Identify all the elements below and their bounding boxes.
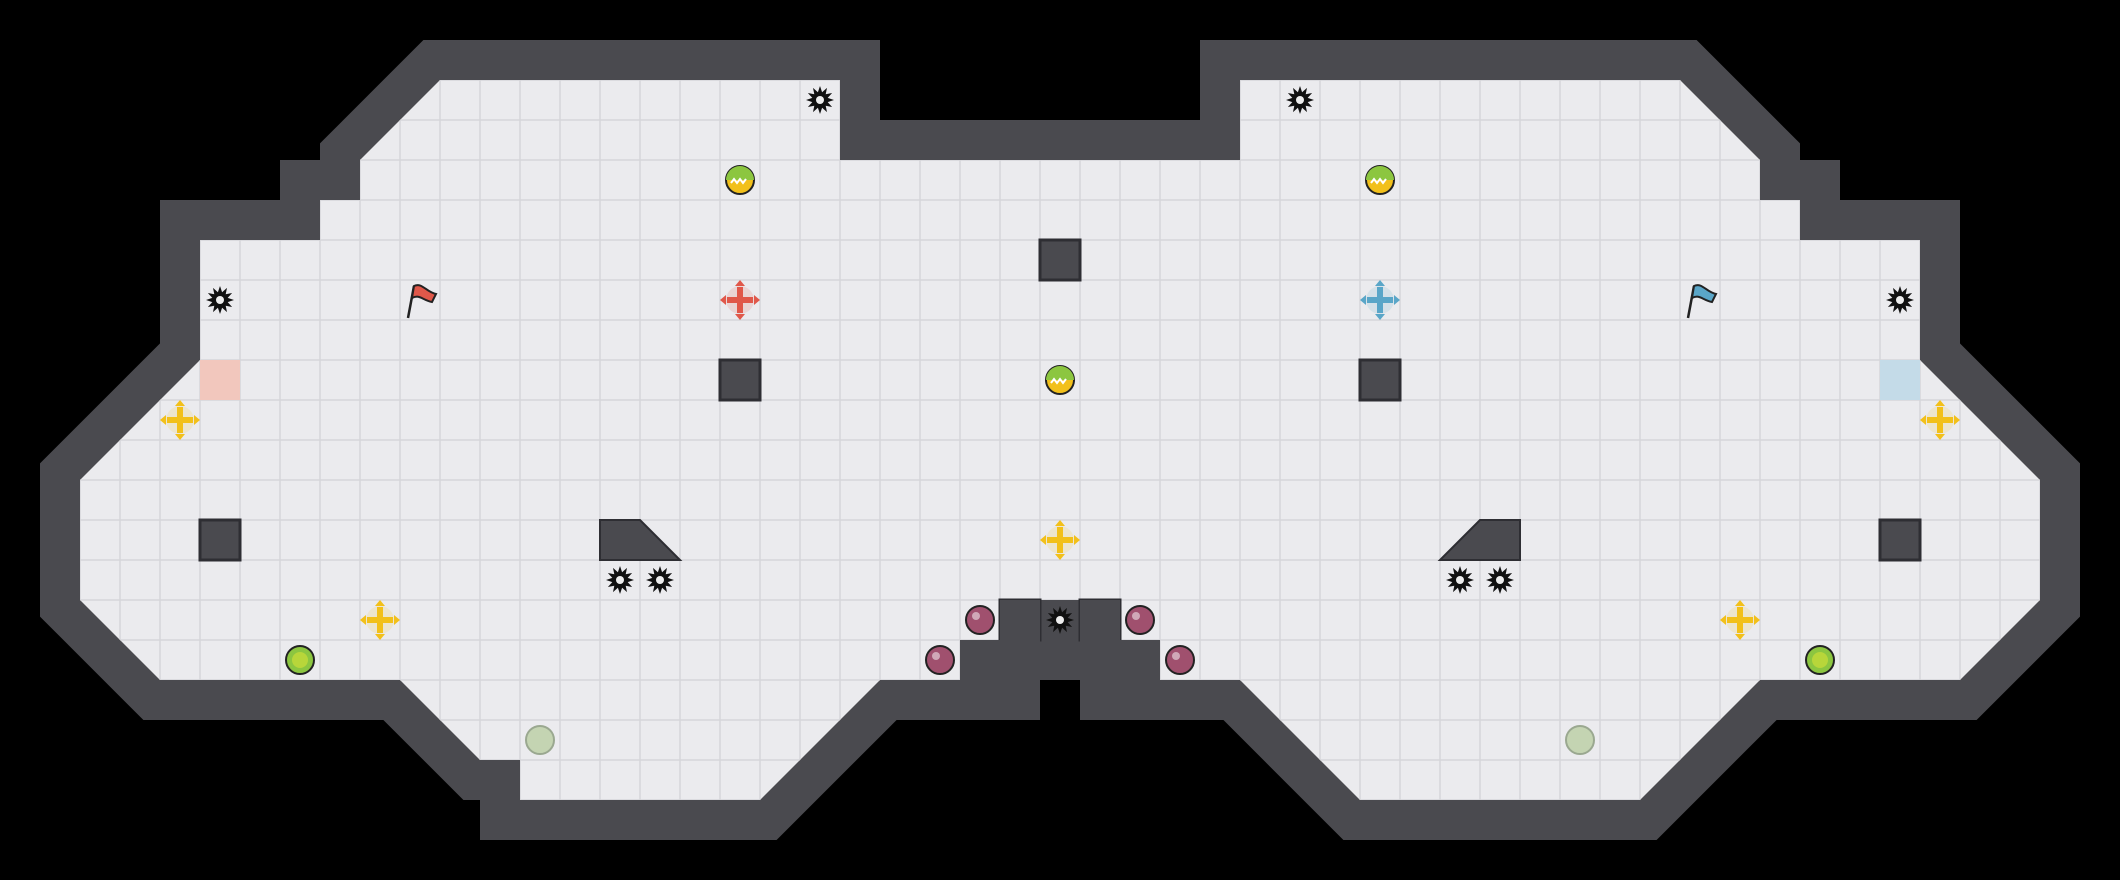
spike-icon (1046, 606, 1074, 634)
bomb-icon (965, 605, 995, 635)
boost-icon (360, 600, 400, 640)
spike-icon (646, 566, 674, 594)
blue-flag-icon (1686, 284, 1718, 319)
spike-icon (1286, 86, 1314, 114)
wall-block (1120, 640, 1160, 680)
boost-icon (1040, 520, 1080, 560)
gate-marker-icon (525, 725, 555, 755)
bomb-icon (925, 645, 955, 675)
wall-block (198, 518, 242, 562)
wall-block (1038, 238, 1082, 282)
wall-block (1000, 600, 1040, 680)
red-flag-icon (406, 284, 438, 319)
blue-team-boost-icon (1360, 280, 1400, 320)
wall-block (718, 358, 762, 402)
red-team-boost-icon (720, 280, 760, 320)
powerup-icon (725, 165, 755, 195)
spike-icon (806, 86, 834, 114)
gate-marker-icon (1565, 725, 1595, 755)
spike-icon (606, 566, 634, 594)
red-spawn-tile (200, 360, 240, 400)
wall-block (1878, 518, 1922, 562)
bomb-icon (1165, 645, 1195, 675)
boost-icon (160, 400, 200, 440)
button-icon[interactable] (285, 645, 315, 675)
spike-icon (206, 286, 234, 314)
spike-icon (1486, 566, 1514, 594)
button-icon[interactable] (1805, 645, 1835, 675)
wall-block (960, 640, 1000, 680)
bomb-icon (1125, 605, 1155, 635)
object-layer (160, 86, 1960, 755)
wall-block (1080, 600, 1120, 680)
spike-icon (1446, 566, 1474, 594)
wall-wedge (1437, 519, 1521, 561)
boost-icon (1720, 600, 1760, 640)
powerup-icon (1045, 365, 1075, 395)
wall-wedge (599, 519, 683, 561)
blue-spawn-tile (1880, 360, 1920, 400)
spike-icon (1886, 286, 1914, 314)
powerup-icon (1365, 165, 1395, 195)
wall-block (1358, 358, 1402, 402)
boost-icon (1920, 400, 1960, 440)
